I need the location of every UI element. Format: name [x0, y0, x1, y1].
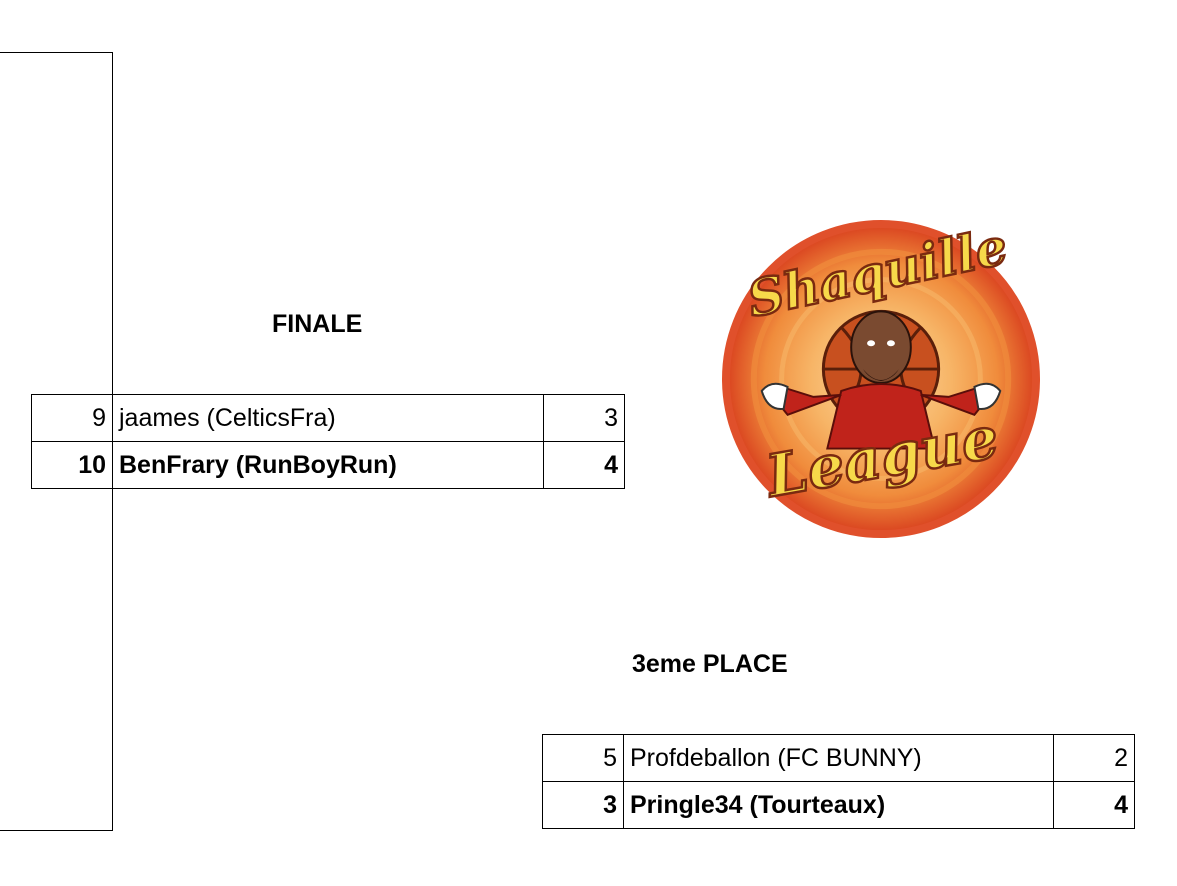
finale-title: FINALE	[272, 310, 363, 338]
shaquille-league-logo: Shaquille League	[722, 220, 1040, 538]
player-cell: Pringle34 (Tourteaux)	[623, 781, 1054, 829]
bracket-line-top	[0, 52, 113, 53]
third-place-row-1: 5 Profdeballon (FC BUNNY) 2	[542, 734, 1135, 782]
player-cell: BenFrary (RunBoyRun)	[112, 441, 544, 489]
player-cell: Profdeballon (FC BUNNY)	[623, 734, 1054, 782]
score-cell: 4	[1053, 781, 1135, 829]
character-figure-icon	[760, 310, 1002, 450]
seed-cell: 10	[31, 441, 113, 489]
seed-cell: 3	[542, 781, 624, 829]
bracket-line-bottom	[0, 830, 113, 831]
seed-cell: 5	[542, 734, 624, 782]
third-place-title: 3eme PLACE	[632, 650, 788, 678]
score-cell: 3	[543, 394, 625, 442]
third-place-match-table: 5 Profdeballon (FC BUNNY) 2 3 Pringle34 …	[542, 734, 1135, 829]
score-cell: 4	[543, 441, 625, 489]
third-place-row-2-winner: 3 Pringle34 (Tourteaux) 4	[542, 781, 1135, 829]
score-cell: 2	[1053, 734, 1135, 782]
player-cell: jaames (CelticsFra)	[112, 394, 544, 442]
finale-row-1: 9 jaames (CelticsFra) 3	[31, 394, 625, 442]
finale-match-table: 9 jaames (CelticsFra) 3 10 BenFrary (Run…	[31, 394, 625, 489]
finale-row-2-winner: 10 BenFrary (RunBoyRun) 4	[31, 441, 625, 489]
seed-cell: 9	[31, 394, 113, 442]
